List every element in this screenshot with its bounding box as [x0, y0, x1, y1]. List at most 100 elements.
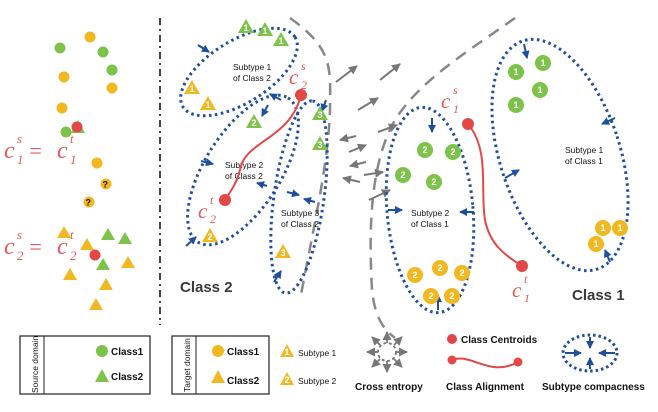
- unknown-target-point: [100, 178, 112, 190]
- cluster-class2-subtype3: [269, 99, 329, 295]
- cluster-label: Subtype 2: [411, 208, 450, 218]
- subtype-marker: 1: [618, 223, 623, 233]
- svg-text:=: =: [28, 138, 43, 163]
- unknown-target-point: [83, 196, 95, 208]
- subtype-marker: 2: [413, 270, 418, 280]
- legend: Source domain Class1 Class2 Target domai…: [19, 331, 645, 395]
- cluster-label: of Class 2: [233, 73, 271, 83]
- class-alignment: [219, 89, 528, 272]
- class2-label: Class 2: [180, 279, 233, 296]
- centroid-label: t: [524, 272, 528, 286]
- target-class2-point: [99, 278, 113, 290]
- subtype-marker: 2: [252, 118, 257, 128]
- cluster-label: of Class 2: [225, 171, 263, 181]
- legend-target-class2: Class2: [227, 376, 260, 387]
- boundary-class2: [289, 16, 332, 301]
- subtype-marker: 1: [190, 84, 195, 94]
- legend-subtype-compactness: Subtype compacness: [542, 382, 645, 393]
- ce-arrow: [357, 97, 379, 111]
- class1-label: Class 1: [572, 287, 625, 304]
- compact-arrow: [200, 158, 214, 167]
- subtype-marker: 2: [450, 291, 455, 301]
- cluster-label: Subtype 3: [281, 208, 320, 218]
- alignment-line-class1: [467, 123, 523, 267]
- ce-arrow: [379, 63, 401, 81]
- svg-text:1: 1: [70, 152, 77, 167]
- legend-source-class2-icon: [95, 369, 109, 382]
- target-class2-point: [80, 238, 94, 250]
- boundary-class1: [369, 16, 516, 339]
- compact-arrow: [197, 44, 210, 53]
- svg-text:s: s: [17, 131, 22, 146]
- class2-source-point: [257, 22, 273, 36]
- cluster-ellipses: [179, 26, 630, 315]
- legend-source-title: Source domain: [30, 336, 40, 393]
- svg-text:c: c: [57, 138, 68, 164]
- class1-source-point: [417, 142, 433, 158]
- legend-target-class1-icon: [212, 345, 224, 357]
- compact-arrow: [261, 104, 269, 117]
- legend-cross-entropy-icon: [366, 331, 408, 373]
- legend-source-class2: Class2: [111, 372, 144, 383]
- ce-arrow: [339, 133, 357, 143]
- legend-subtype2: Subtype 2: [298, 376, 337, 386]
- legend-target-box: [171, 335, 270, 395]
- compact-arrow: [604, 249, 612, 263]
- legend-cross-entropy: Cross entropy: [355, 382, 423, 393]
- centroid-label: s: [453, 83, 458, 97]
- compact-arrow: [273, 270, 282, 283]
- target-class1-point: [106, 82, 118, 94]
- cluster-class2-subtype2: [186, 93, 300, 247]
- subtype-marker: 2: [401, 170, 406, 180]
- cluster-class2-subtype1: [179, 26, 299, 118]
- ce-arrow: [348, 143, 367, 153]
- question-mark: ?: [103, 180, 109, 190]
- class2-target-point: [202, 228, 218, 242]
- ce-arrow: [349, 159, 367, 169]
- class1-source-point: [535, 55, 551, 71]
- cluster-labels: Subtype 1 of Class 2 Subtype 2 of Class …: [225, 62, 604, 229]
- subtype-marker: 3: [318, 110, 323, 120]
- cluster-label: of Class 1: [411, 219, 449, 229]
- source-class1-point: [106, 64, 118, 76]
- target-class2-point: [57, 226, 71, 238]
- centroid-label: 2: [301, 78, 307, 92]
- ce-arrow: [342, 175, 361, 185]
- subtype-marker: 3: [318, 140, 323, 150]
- centroid-label: t: [210, 193, 214, 207]
- centroid-c1t: [516, 260, 528, 272]
- class2-source-point: [273, 32, 289, 46]
- svg-text:s: s: [17, 227, 22, 242]
- class1-target-point: [444, 288, 460, 304]
- subtype-marker: 3: [281, 248, 286, 258]
- class1-target-point: [612, 220, 628, 236]
- decision-boundaries: [289, 16, 516, 339]
- legend-target-class2-icon: [211, 370, 225, 383]
- class1-source-point: [532, 82, 548, 98]
- compact-arrow: [269, 93, 282, 101]
- subtype-marker: 2: [208, 232, 213, 242]
- class-centroid: [89, 249, 101, 261]
- compactness-arrows: [185, 43, 616, 310]
- compact-arrow: [286, 189, 300, 198]
- ce-arrow: [368, 189, 391, 201]
- ce-arrow: [377, 123, 398, 133]
- legend-alignment-dot: [513, 357, 523, 367]
- cluster-class1-subtype2: [384, 105, 476, 315]
- subtype-marker: 2: [460, 268, 465, 278]
- source-class2-point: [118, 232, 132, 244]
- centroid-label: c: [441, 89, 451, 113]
- class1-target-point: [595, 220, 611, 236]
- class1-source-point: [445, 144, 461, 160]
- subtype-marker: 1: [263, 26, 268, 36]
- subtype-marker: 1: [279, 36, 284, 46]
- source-class2-point: [96, 258, 110, 270]
- compact-arrow: [521, 43, 530, 59]
- source-class1-point: [54, 42, 66, 54]
- cluster-label: of Class 1: [565, 156, 603, 166]
- legend-source-class1: Class1: [111, 347, 144, 358]
- subtype-marker: 2: [285, 375, 290, 385]
- centroid-label: 1: [524, 291, 530, 305]
- legend-class-alignment: Class Alignment: [446, 382, 525, 393]
